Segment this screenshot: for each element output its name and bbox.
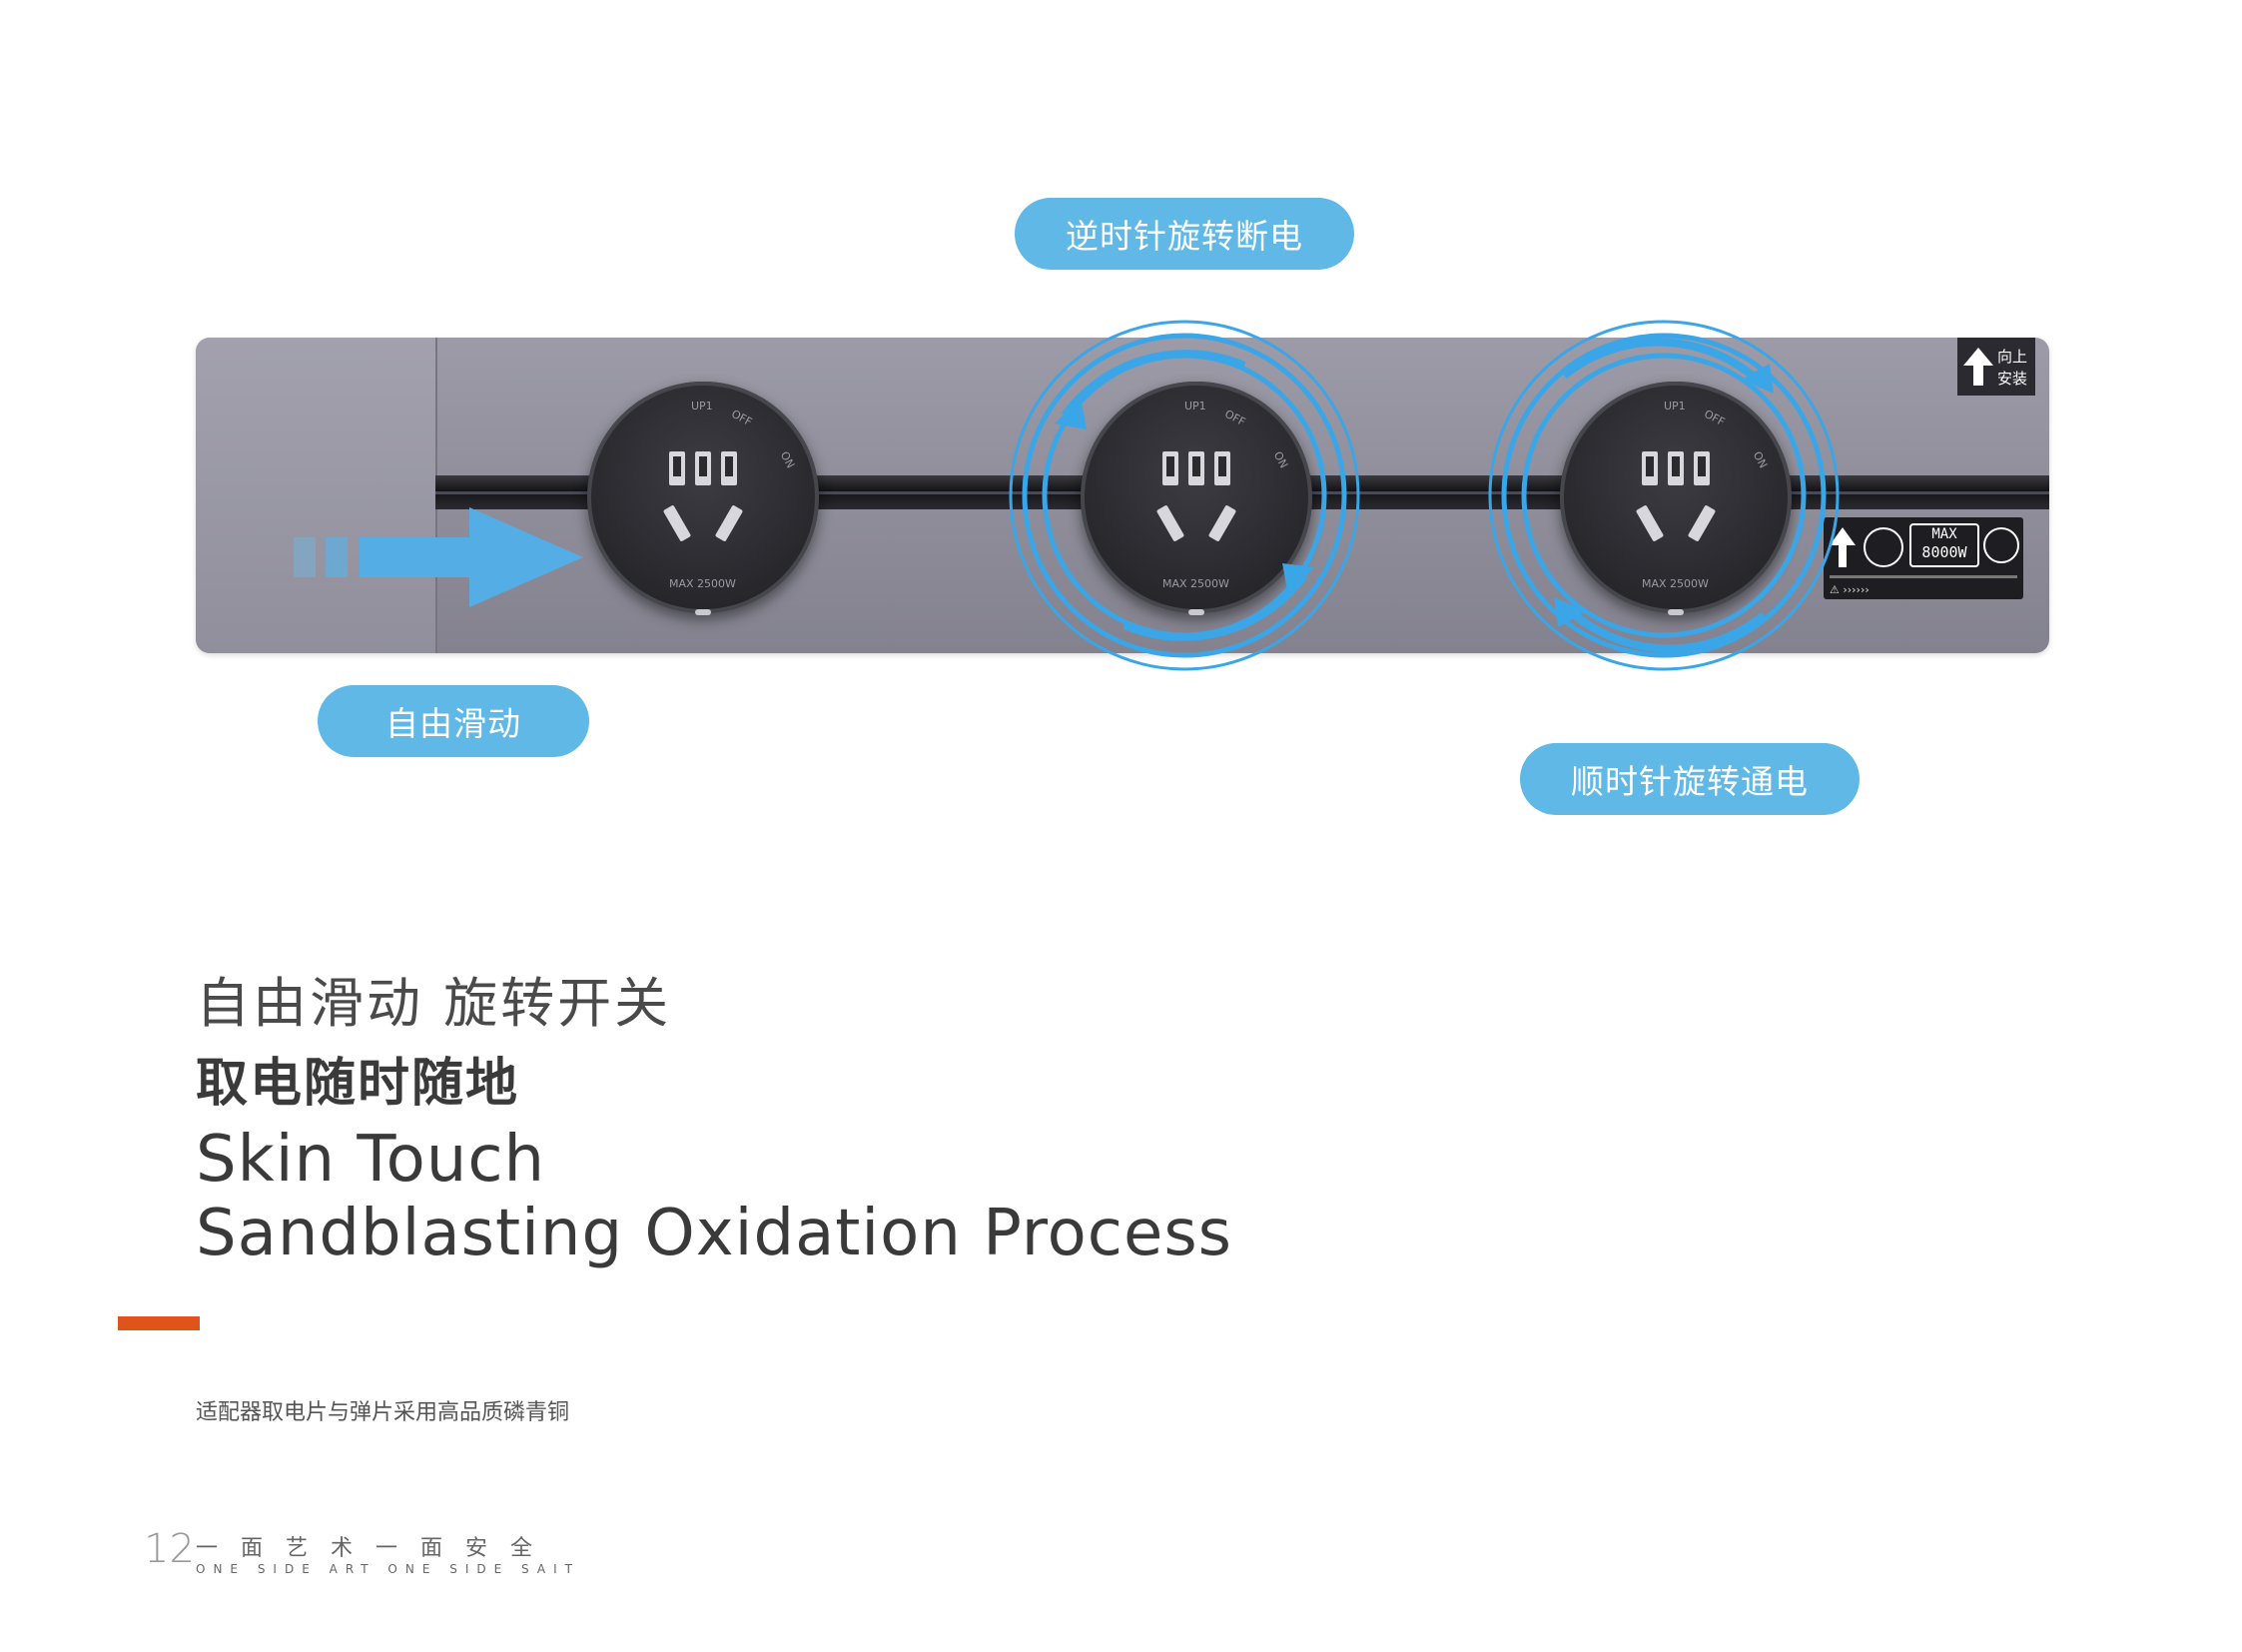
usb-port-icon <box>721 451 737 485</box>
certification-circle-icon <box>1864 527 1903 567</box>
spec-max-label: MAX <box>1931 526 1957 542</box>
socket-3[interactable]: UP1 OFF ON MAX 2500W <box>1560 382 1792 613</box>
spec-label-tag: MAX 8000W ⚠ ›››››› <box>1824 517 2023 599</box>
install-tag-line2: 安装 <box>1997 370 2028 388</box>
outlet-pin-icon <box>662 504 692 542</box>
socket-led-indicator <box>1188 609 1204 615</box>
page-number: 12 <box>144 1526 195 1572</box>
usb-port-icon <box>1694 451 1710 485</box>
heading-line1: 自由滑动 旋转开关 <box>196 972 672 1035</box>
usb-port-icon <box>695 451 711 485</box>
socket-up-label: UP1 <box>691 400 713 413</box>
fine-print-bar <box>1830 575 2017 578</box>
usb-port-icon <box>1214 451 1230 485</box>
callout-counterclockwise-off: 逆时针旋转断电 <box>1015 198 1354 270</box>
usb-port-icon <box>1162 451 1178 485</box>
spec-power-label: 8000W <box>1921 543 1967 561</box>
heading-line2: 取电随时随地 <box>196 1054 520 1114</box>
socket-1[interactable]: UP1 OFF ON MAX 2500W <box>587 382 819 613</box>
usb-port-icon <box>1188 451 1204 485</box>
socket-led-indicator <box>695 609 711 615</box>
usb-port-icon <box>1642 451 1658 485</box>
strip-end-cap <box>196 338 437 653</box>
install-direction-tag: 向上 安装 <box>1957 338 2035 396</box>
footer-slogan-en: ONE SIDE ART ONE SIDE SAIT <box>196 1562 580 1576</box>
max-power-box: MAX 8000W <box>1909 523 1979 567</box>
accent-bar <box>118 1316 200 1330</box>
callout-clockwise-on: 顺时针旋转通电 <box>1520 743 1860 815</box>
rotation-rings-clockwise <box>1488 320 1840 671</box>
usb-port-icon <box>1668 451 1684 485</box>
socket-max-label: MAX 2500W <box>1642 577 1709 590</box>
up-arrow-icon <box>1830 527 1856 567</box>
socket-led-indicator <box>1668 609 1684 615</box>
socket-on-label: ON <box>777 448 798 471</box>
socket-up-label: UP1 <box>1664 400 1686 413</box>
callout-free-slide: 自由滑动 <box>318 685 589 757</box>
install-tag-line1: 向上 <box>1997 348 2028 366</box>
warning-chevrons-icon: ⚠ ›››››› <box>1830 583 1869 596</box>
socket-off-label: OFF <box>729 407 755 429</box>
ground-symbol-icon <box>1983 527 2019 563</box>
description-text: 适配器取电片与弹片采用高品质磷青铜 <box>196 1400 570 1425</box>
footer-slogan-cn: 一 面 艺 术 一 面 安 全 <box>196 1536 540 1561</box>
heading-en-line1: Skin Touch <box>196 1123 546 1197</box>
power-track-strip: UP1 OFF ON MAX 2500W UP1 OFF ON MAX 2500… <box>196 338 2049 653</box>
outlet-pin-icon <box>714 504 744 542</box>
heading-en-line2: Sandblasting Oxidation Process <box>196 1197 1232 1270</box>
socket-max-label: MAX 2500W <box>669 577 736 590</box>
socket-2[interactable]: UP1 OFF ON MAX 2500W <box>1081 382 1312 613</box>
socket-up-label: UP1 <box>1184 400 1206 413</box>
socket-max-label: MAX 2500W <box>1162 577 1229 590</box>
slide-arrow-icon <box>294 507 583 607</box>
usb-port-icon <box>669 451 685 485</box>
up-arrow-icon <box>1963 348 1993 386</box>
rotation-rings-counterclockwise <box>1009 320 1360 671</box>
